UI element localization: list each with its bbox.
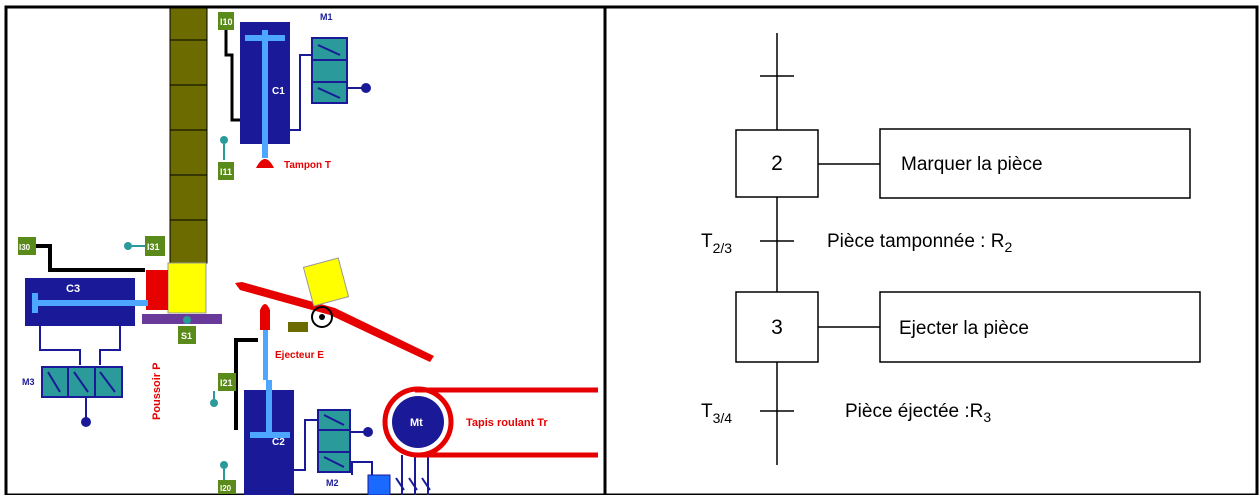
ramp — [235, 282, 434, 362]
step-2-number: 2 — [771, 152, 783, 175]
base-plate — [142, 314, 222, 324]
transition-2-3-label: T2/3 — [701, 231, 732, 256]
valve-m1-hose — [290, 54, 312, 131]
sensor-i31-dot — [124, 242, 132, 250]
sensor-s1 — [178, 326, 196, 344]
sensor-i30-label: I30 — [19, 243, 31, 252]
c1-label: C1 — [272, 86, 285, 97]
grafcet: 2 Marquer la pièce T2/3 Pièce tamponnée … — [701, 33, 1201, 465]
sensor-i11-dot — [220, 136, 228, 144]
step-2-box — [735, 129, 819, 198]
ejecteur-head — [260, 304, 270, 330]
m3-label: M3 — [22, 377, 35, 387]
contactor-wire — [351, 461, 373, 475]
sensor-i31 — [145, 236, 165, 256]
conveyor-belt — [382, 386, 598, 458]
tapis-label: Tapis roulant Tr — [466, 417, 548, 429]
sensor-i11-label: I11 — [220, 167, 232, 177]
pusher-head — [146, 270, 168, 310]
sensor-i11 — [218, 162, 234, 180]
c3-label: C3 — [66, 283, 80, 295]
automation-system: C1 Tampon T I10 I11 M1 I30 I31 — [18, 7, 598, 495]
m2-label: M2 — [326, 478, 339, 488]
sensor-i21 — [218, 373, 236, 391]
valve-m2-hose — [294, 419, 318, 471]
motor-mt — [392, 396, 444, 448]
step-3-action-box — [879, 291, 1201, 363]
sensor-i10-label: I10 — [220, 17, 233, 27]
sensor-i31-label: I31 — [147, 242, 160, 252]
step-2-action-box — [879, 128, 1191, 199]
m1-label: M1 — [320, 12, 333, 22]
wire-i30 — [36, 244, 145, 272]
tampon-stamp — [256, 159, 274, 168]
transition-3-4-receptivity: Pièce éjectée :R3 — [845, 401, 991, 425]
c3-hose-b — [99, 326, 121, 365]
step-3-box — [735, 291, 819, 363]
wire-c2 — [234, 338, 258, 430]
sensor-i21-label: I21 — [220, 378, 233, 388]
wire-i10 — [224, 30, 240, 122]
sensor-i20 — [218, 480, 236, 494]
cylinder-c1: C1 — [240, 22, 290, 158]
cylinder-c2: C2 — [244, 380, 294, 495]
sensor-i10 — [218, 12, 234, 30]
poussoir-label: Poussoir P — [151, 363, 163, 420]
contactor-coil — [367, 474, 391, 495]
yellow-piece — [167, 262, 207, 314]
ejecteur-label: Ejecteur E — [275, 350, 324, 361]
c3-hose-a — [39, 326, 81, 365]
motor-label: Mt — [410, 417, 423, 429]
ramp-piece — [302, 257, 350, 307]
ramp-marker — [288, 322, 308, 332]
right-panel-border — [603, 5, 1259, 495]
step-2-action: Marquer la pièce — [901, 154, 1043, 175]
part-magazine — [169, 7, 208, 264]
transition-3-4-label: T3/4 — [701, 401, 732, 426]
sensor-i20-label: I20 — [220, 484, 232, 493]
transition-2-3-receptivity: Pièce tamponnée : R2 — [827, 231, 1012, 255]
tampon-label: Tampon T — [284, 160, 331, 171]
c2-label: C2 — [272, 437, 285, 448]
cylinder-c3: C3 — [25, 278, 148, 326]
ramp-roller — [311, 306, 333, 328]
sensor-s1-label: S1 — [181, 331, 192, 341]
step-3-action: Ejecter la pièce — [899, 318, 1029, 339]
sensor-i30 — [18, 237, 36, 255]
step-3-number: 3 — [771, 316, 783, 339]
